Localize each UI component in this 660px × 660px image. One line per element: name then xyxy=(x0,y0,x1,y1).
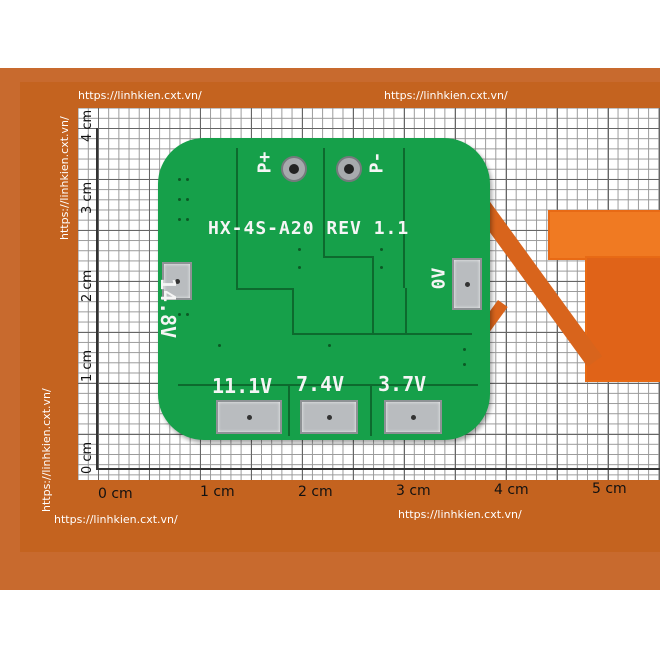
trace-h-1 xyxy=(236,288,294,290)
y-label-2: 2 cm xyxy=(80,269,95,302)
y-label-4: 4 cm xyxy=(80,109,95,142)
url-left-upper: https://linhkien.cxt.vn/ xyxy=(58,116,71,240)
trace-v-b xyxy=(372,256,374,334)
x-axis-line xyxy=(96,468,660,470)
via xyxy=(380,248,383,251)
p-minus-terminal xyxy=(336,156,362,182)
via xyxy=(218,344,221,347)
p-plus-label: P+ xyxy=(254,151,276,174)
trace-divider-2 xyxy=(323,148,325,256)
via xyxy=(178,178,181,181)
y-axis-line xyxy=(96,128,98,470)
pad-14v8 xyxy=(162,262,192,300)
pad-center xyxy=(247,415,252,420)
url-top-right: https://linhkien.cxt.vn/ xyxy=(384,89,508,102)
via xyxy=(298,248,301,251)
x-label-4: 4 cm xyxy=(494,482,529,498)
via xyxy=(186,313,189,316)
logo-block-top xyxy=(548,210,660,260)
url-left-lower: https://linhkien.cxt.vn/ xyxy=(40,388,53,512)
x-label-1: 1 cm xyxy=(200,484,235,500)
x-label-3: 3 cm xyxy=(396,483,431,499)
pad-0v xyxy=(452,258,482,310)
pad-7v4 xyxy=(300,400,358,434)
label-14v8: 14.8V xyxy=(156,278,180,339)
label-7v4: 7.4V xyxy=(296,372,345,396)
trace-bottom-h xyxy=(178,384,478,386)
pad-center xyxy=(411,415,416,420)
pad-center xyxy=(175,279,180,284)
via xyxy=(178,313,181,316)
via xyxy=(186,218,189,221)
via xyxy=(463,348,466,351)
via xyxy=(463,363,466,366)
pad-center xyxy=(465,282,470,287)
y-label-1: 1 cm xyxy=(80,349,95,382)
y-label-3: 3 cm xyxy=(80,181,95,214)
x-label-0: 0 cm xyxy=(98,486,133,502)
via xyxy=(178,198,181,201)
trace-v-a xyxy=(292,288,294,334)
trace-divider-3 xyxy=(403,148,405,288)
pcb-board: P+ P- HX-4S-A20 REV 1.1 14.8V 0V 11.1V 7… xyxy=(156,138,490,440)
url-bottom-left: https://linhkien.cxt.vn/ xyxy=(54,513,178,526)
x-label-5: 5 cm xyxy=(592,481,627,497)
label-11v1: 11.1V xyxy=(212,374,273,398)
trace-h-3 xyxy=(323,256,373,258)
url-bottom-right: https://linhkien.cxt.vn/ xyxy=(398,508,522,521)
p-plus-terminal xyxy=(281,156,307,182)
x-label-2: 2 cm xyxy=(298,484,333,500)
logo-block-right xyxy=(585,256,660,382)
pad-3v7 xyxy=(384,400,442,434)
trace-h-2 xyxy=(292,333,472,335)
trace-bottom-2 xyxy=(370,384,372,436)
via xyxy=(178,218,181,221)
trace-v-c xyxy=(405,288,407,334)
label-0v: 0V xyxy=(428,267,450,290)
label-3v7: 3.7V xyxy=(378,372,427,396)
via xyxy=(380,266,383,269)
board-title: HX-4S-A20 REV 1.1 xyxy=(208,218,410,239)
via xyxy=(186,178,189,181)
pad-center xyxy=(327,415,332,420)
trace-bottom-1 xyxy=(288,384,290,436)
via xyxy=(328,344,331,347)
pad-11v1 xyxy=(216,400,282,434)
url-top-left: https://linhkien.cxt.vn/ xyxy=(78,89,202,102)
trace-divider-1 xyxy=(236,148,238,288)
y-label-0: 0 cm xyxy=(80,441,95,474)
p-minus-label: P- xyxy=(366,151,388,174)
via xyxy=(186,198,189,201)
via xyxy=(298,266,301,269)
